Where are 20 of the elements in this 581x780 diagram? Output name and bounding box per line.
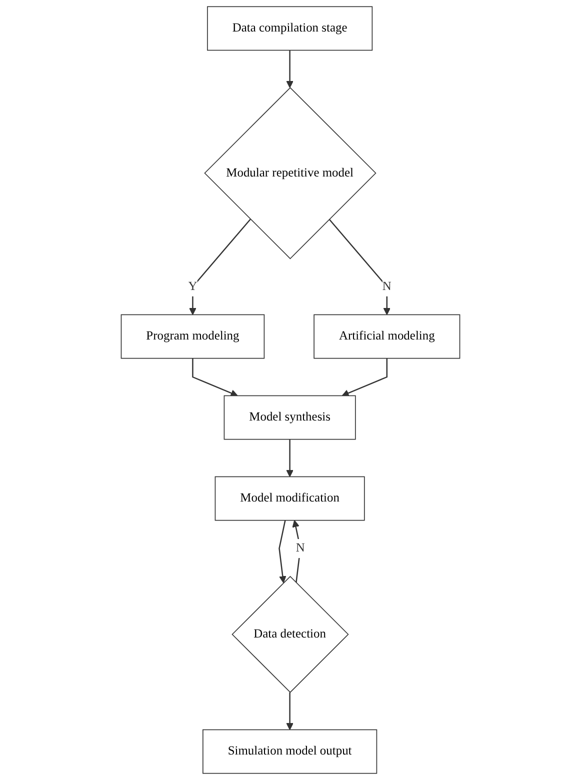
node-box: Simulation model output bbox=[202, 729, 378, 774]
edge-label: N bbox=[296, 542, 305, 555]
arrow bbox=[292, 520, 301, 583]
arrow bbox=[342, 358, 388, 397]
arrow bbox=[278, 520, 286, 584]
edge-label: N bbox=[382, 280, 392, 294]
node-box: Artificial modeling bbox=[314, 314, 460, 359]
arrow bbox=[286, 50, 294, 88]
node-box: Program modeling bbox=[120, 314, 265, 359]
node-diamond: Modular repetitive model bbox=[204, 87, 376, 260]
node-box: Model modification bbox=[214, 476, 365, 521]
node-box: Model synthesis bbox=[224, 395, 356, 440]
arrow bbox=[286, 692, 294, 730]
arrow bbox=[328, 218, 391, 316]
node-box: Data compilation stage bbox=[207, 6, 373, 51]
arrow bbox=[286, 439, 294, 478]
node-diamond: Data detection bbox=[232, 576, 349, 693]
edge-label: Y bbox=[188, 280, 198, 294]
arrow bbox=[189, 218, 251, 316]
arrow bbox=[192, 358, 238, 397]
